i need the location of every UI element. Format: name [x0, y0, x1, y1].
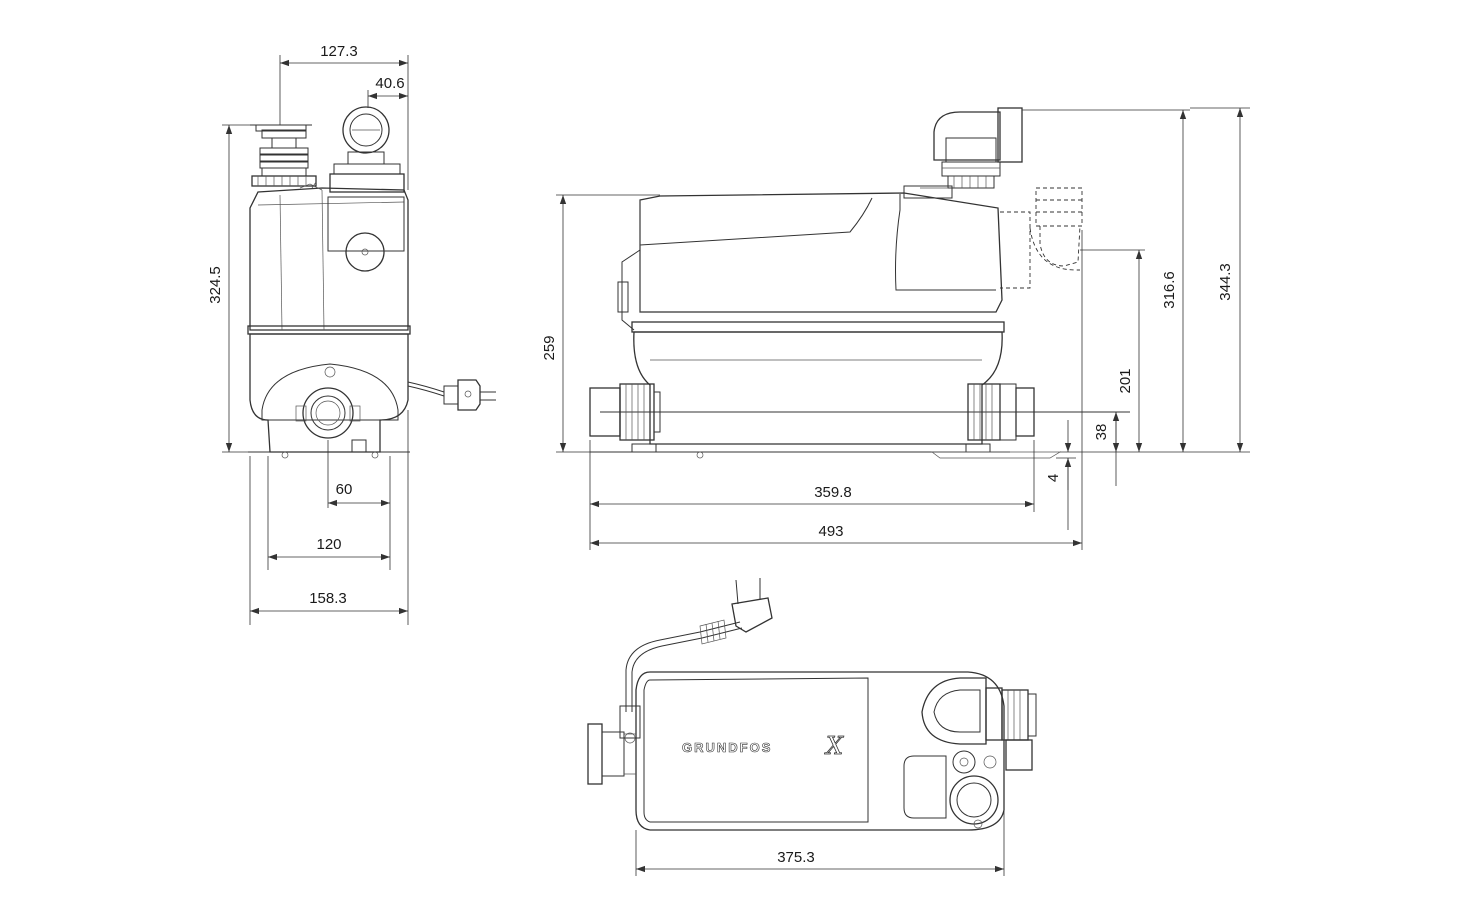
- top-view: GRUNDFOS X: [587, 578, 1037, 831]
- side-view-dimensions: 259 316.6 344.3 201 38 4 359.8 493: [541, 107, 1250, 550]
- dim-side-total-length: 493: [818, 523, 843, 540]
- front-view-dimensions: 127.3 40.6 324.5 60 120 158.3: [207, 43, 409, 625]
- dim-front-total-width: 158.3: [309, 590, 347, 607]
- dim-top-length: 375.3: [777, 849, 815, 866]
- dim-front-height: 324.5: [207, 266, 224, 304]
- dim-side-outlet-height: 316.6: [1161, 271, 1178, 309]
- dim-side-total-height: 344.3: [1217, 263, 1234, 301]
- side-view: [589, 107, 1130, 459]
- grundfos-brand-text: GRUNDFOS: [682, 740, 772, 755]
- dim-front-top-width: 127.3: [320, 43, 358, 60]
- dim-side-foot-height: 4: [1045, 474, 1062, 482]
- dim-front-inlet-offset: 60: [336, 481, 353, 498]
- front-view: [247, 106, 496, 459]
- dim-side-body-height: 259: [541, 335, 558, 360]
- dim-side-inlet-height: 201: [1117, 368, 1134, 393]
- dim-side-body-length: 359.8: [814, 484, 852, 501]
- dim-side-low-inlet-height: 38: [1093, 424, 1110, 441]
- top-view-dimensions: 375.3: [635, 810, 1005, 876]
- dim-front-outlet-offset: 40.6: [375, 75, 404, 92]
- grundfos-x-logo-icon: X: [824, 732, 844, 760]
- dim-front-base-width: 120: [316, 536, 341, 553]
